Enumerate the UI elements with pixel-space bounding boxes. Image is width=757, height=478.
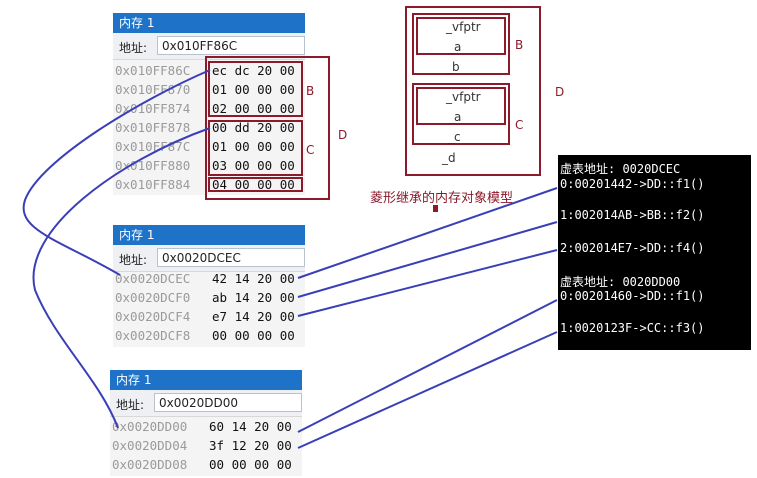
panel-3-address-label: 地址: [116, 398, 145, 412]
memory-panel-1: 内存 1 地址: 0x010FF86C [113, 13, 305, 195]
memory-row: 0x0020DCF0 ab 14 20 00 [115, 288, 295, 307]
model-c-vfptr-a-box [416, 87, 506, 125]
model-b-box [412, 13, 510, 75]
console-line: 0:00201442->DD::f1() [560, 177, 705, 191]
model-c-c: _c [448, 130, 461, 144]
arrow-b-vfptr-to-vtable1 [22, 69, 211, 276]
console-line: 0:00201460->DD::f1() [560, 289, 705, 303]
memory-row: 0x010FF878 00 dd 20 00 [115, 118, 295, 137]
memory-address: 0x0020DCF4 [115, 309, 191, 324]
memory-panel-2: 内存 1 地址: 0x0020DCEC [113, 225, 305, 347]
memory-bytes: 60 14 20 00 [209, 419, 292, 434]
caption-marker [433, 205, 438, 212]
memory-row: 0x0020DD08 00 00 00 00 [112, 455, 292, 474]
memory-address: 0x0020DD04 [112, 438, 188, 453]
memory-row: 0x0020DCF4 e7 14 20 00 [115, 307, 295, 326]
label-d: D [338, 128, 348, 142]
arrow-c-vfptr-to-vtable2 [32, 127, 211, 429]
object-d-box [205, 56, 330, 200]
memory-bytes: 00 00 00 00 [209, 457, 292, 472]
memory-bytes: 03 00 00 00 [212, 158, 295, 173]
memory-address: 0x010FF874 [115, 101, 191, 116]
memory-address: 0x0020DD00 [112, 419, 188, 434]
memory-bytes: 00 00 00 00 [212, 328, 295, 343]
memory-address: 0x010FF880 [115, 158, 191, 173]
model-c-box [412, 83, 510, 145]
model-b-vfptr-a-box [416, 17, 506, 55]
memory-address: 0x010FF86C [115, 63, 191, 78]
model-label-c: C [515, 118, 524, 132]
memory-address: 0x010FF870 [115, 82, 191, 97]
model-b-a: _a [448, 40, 462, 54]
console-line: 2:002014E7->DD::f4() [560, 241, 705, 255]
console-line: 虚表地址: 0020DD00 [560, 275, 681, 289]
arrow-vtable2-entry1 [297, 331, 558, 449]
memory-row: 0x010FF884 04 00 00 00 [115, 175, 295, 194]
memory-bytes: 42 14 20 00 [212, 271, 295, 286]
memory-bytes: ec dc 20 00 [212, 63, 295, 78]
model-label-d: D [555, 85, 565, 99]
console-line: 1:002014AB->BB::f2() [560, 208, 705, 222]
memory-panel-3: 内存 1 地址: 0x0020DD00 [110, 370, 302, 476]
memory-address: 0x010FF878 [115, 120, 191, 135]
memory-address: 0x010FF884 [115, 177, 191, 192]
model-d-box [405, 6, 541, 176]
panel-3-address-bar: 地址: 0x0020DD00 [110, 390, 302, 417]
model-caption: 菱形继承的内存对象模型 [370, 191, 514, 206]
memory-bytes: 3f 12 20 00 [209, 438, 292, 453]
console-output: 虚表地址: 0020DCEC 0:00201442->DD::f1() 1:00… [558, 155, 751, 350]
panel-1-title: 内存 1 [113, 13, 305, 33]
memory-row: 0x0020DD04 3f 12 20 00 [112, 436, 292, 455]
arrow-vtable1-entry0 [297, 187, 558, 279]
memory-bytes: 04 00 00 00 [212, 177, 295, 192]
console-line: 虚表地址: 0020DCEC [560, 162, 681, 176]
subobject-c-box [208, 120, 303, 176]
memory-row: 0x010FF870 01 00 00 00 [115, 80, 295, 99]
model-b-b: _b [446, 60, 460, 74]
memory-row: 0x010FF880 03 00 00 00 [115, 156, 295, 175]
console-line: 1:0020123F->CC::f3() [560, 321, 705, 335]
memory-row: 0x0020DCF8 00 00 00 00 [115, 326, 295, 345]
memory-row: 0x010FF86C ec dc 20 00 [115, 61, 295, 80]
memory-address: 0x0020DCF0 [115, 290, 191, 305]
field-d-box [208, 177, 303, 192]
model-c-vfptr: _vfptr [446, 90, 481, 104]
arrow-vtable1-entry1 [297, 221, 558, 298]
panel-1-address-bar: 地址: 0x010FF86C [113, 33, 305, 60]
model-c-a: _a [448, 110, 462, 124]
memory-bytes: 01 00 00 00 [212, 82, 295, 97]
subobject-b-box [208, 61, 303, 117]
panel-2-address-label: 地址: [119, 253, 148, 267]
panel-2-title: 内存 1 [113, 225, 305, 245]
label-b: B [306, 84, 315, 98]
arrow-vtable1-entry2 [297, 249, 558, 317]
memory-row: 0x0020DCEC 42 14 20 00 [115, 269, 295, 288]
panel-1-address-input[interactable]: 0x010FF86C [157, 36, 305, 55]
memory-bytes: ab 14 20 00 [212, 290, 295, 305]
memory-row: 0x010FF874 02 00 00 00 [115, 99, 295, 118]
memory-row: 0x0020DD00 60 14 20 00 [112, 417, 292, 436]
model-b-vfptr: _vfptr [446, 20, 481, 34]
memory-bytes: 00 dd 20 00 [212, 120, 295, 135]
memory-address: 0x0020DD08 [112, 457, 188, 472]
model-label-b: B [515, 38, 524, 52]
panel-3-title: 内存 1 [110, 370, 302, 390]
memory-bytes: 01 00 00 00 [212, 139, 295, 154]
panel-3-address-input[interactable]: 0x0020DD00 [154, 393, 302, 412]
memory-bytes: 02 00 00 00 [212, 101, 295, 116]
panel-1-address-label: 地址: [119, 41, 148, 55]
panel-2-address-input[interactable]: 0x0020DCEC [157, 248, 305, 267]
memory-bytes: e7 14 20 00 [212, 309, 295, 324]
panel-2-address-bar: 地址: 0x0020DCEC [113, 245, 305, 272]
memory-address: 0x0020DCEC [115, 271, 191, 286]
model-d-d: _d [442, 151, 456, 165]
arrow-vtable2-entry0 [297, 299, 558, 433]
label-c: C [306, 143, 315, 157]
memory-address: 0x0020DCF8 [115, 328, 191, 343]
